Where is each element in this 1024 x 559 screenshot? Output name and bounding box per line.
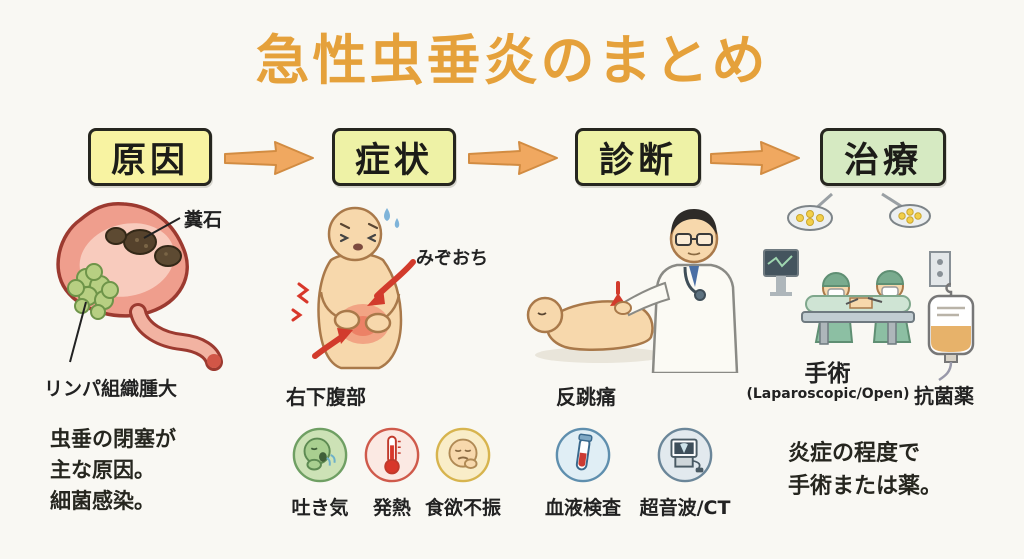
fever-label: 発熱 (372, 497, 411, 519)
page-title: 急性虫垂炎のまとめ (255, 29, 769, 92)
rlq-label: 右下腹部 (286, 385, 366, 409)
treatment-note: 炎症の程度で 手術または薬。 (788, 437, 942, 503)
cause-note: 虫垂の閉塞が 主な原因。 細菌感染。 (50, 424, 176, 517)
appetite-loss-item: 食欲不振 (420, 426, 506, 520)
flow-step-cause: 原因 (88, 128, 212, 186)
ultrasound-ct-icon (657, 427, 713, 483)
flow-arrow-icon (710, 141, 800, 175)
iv-bag-illustration (927, 282, 975, 382)
appetite-loss-icon (435, 427, 491, 483)
epigastrium-label: みぞおち (416, 248, 488, 269)
rebound-tenderness-label: 反跳痛 (556, 385, 616, 409)
surgery-sub-label: (Laparoscopic/Open) (746, 386, 910, 402)
blood-test-label: 血液検査 (544, 497, 621, 519)
flow-step-symptoms: 症状 (332, 128, 456, 186)
pain-figure-illustration (291, 206, 416, 370)
treatment-note-line: 手術または薬。 (788, 474, 943, 499)
ultrasound-ct-item: 超音波/CT (638, 426, 732, 520)
flow-step-treatment: 治療 (820, 128, 946, 186)
fever-icon (364, 427, 420, 483)
flow-arrow-icon (224, 141, 314, 175)
appetite-loss-label: 食欲不振 (424, 497, 501, 519)
doctor-exam-illustration (526, 209, 739, 373)
blood-test-item: 血液検査 (540, 426, 626, 520)
fecalith-label: 糞石 (184, 209, 223, 231)
flow-arrow-icon (468, 141, 558, 175)
appendix-illustration (56, 201, 223, 371)
lymphoid-label: リンパ組織腫大 (44, 378, 178, 400)
treatment-note-line: 炎症の程度で (788, 441, 921, 466)
antibiotics-label: 抗菌薬 (914, 384, 974, 408)
fever-item: 発熱 (352, 426, 432, 520)
cause-note-line: 主な原因。 (50, 458, 155, 482)
flow-step-diagnosis: 診断 (575, 128, 701, 186)
nausea-label: 吐き気 (291, 497, 349, 519)
cause-note-line: 虫垂の閉塞が (50, 427, 176, 451)
surgery-label: 手術 (804, 361, 851, 387)
nausea-icon (292, 427, 348, 483)
surgery-illustration (763, 192, 951, 345)
cause-note-line: 細菌感染。 (50, 489, 155, 513)
blood-test-icon (555, 427, 611, 483)
nausea-item: 吐き気 (280, 426, 360, 520)
ultrasound-ct-label: 超音波/CT (639, 497, 731, 519)
